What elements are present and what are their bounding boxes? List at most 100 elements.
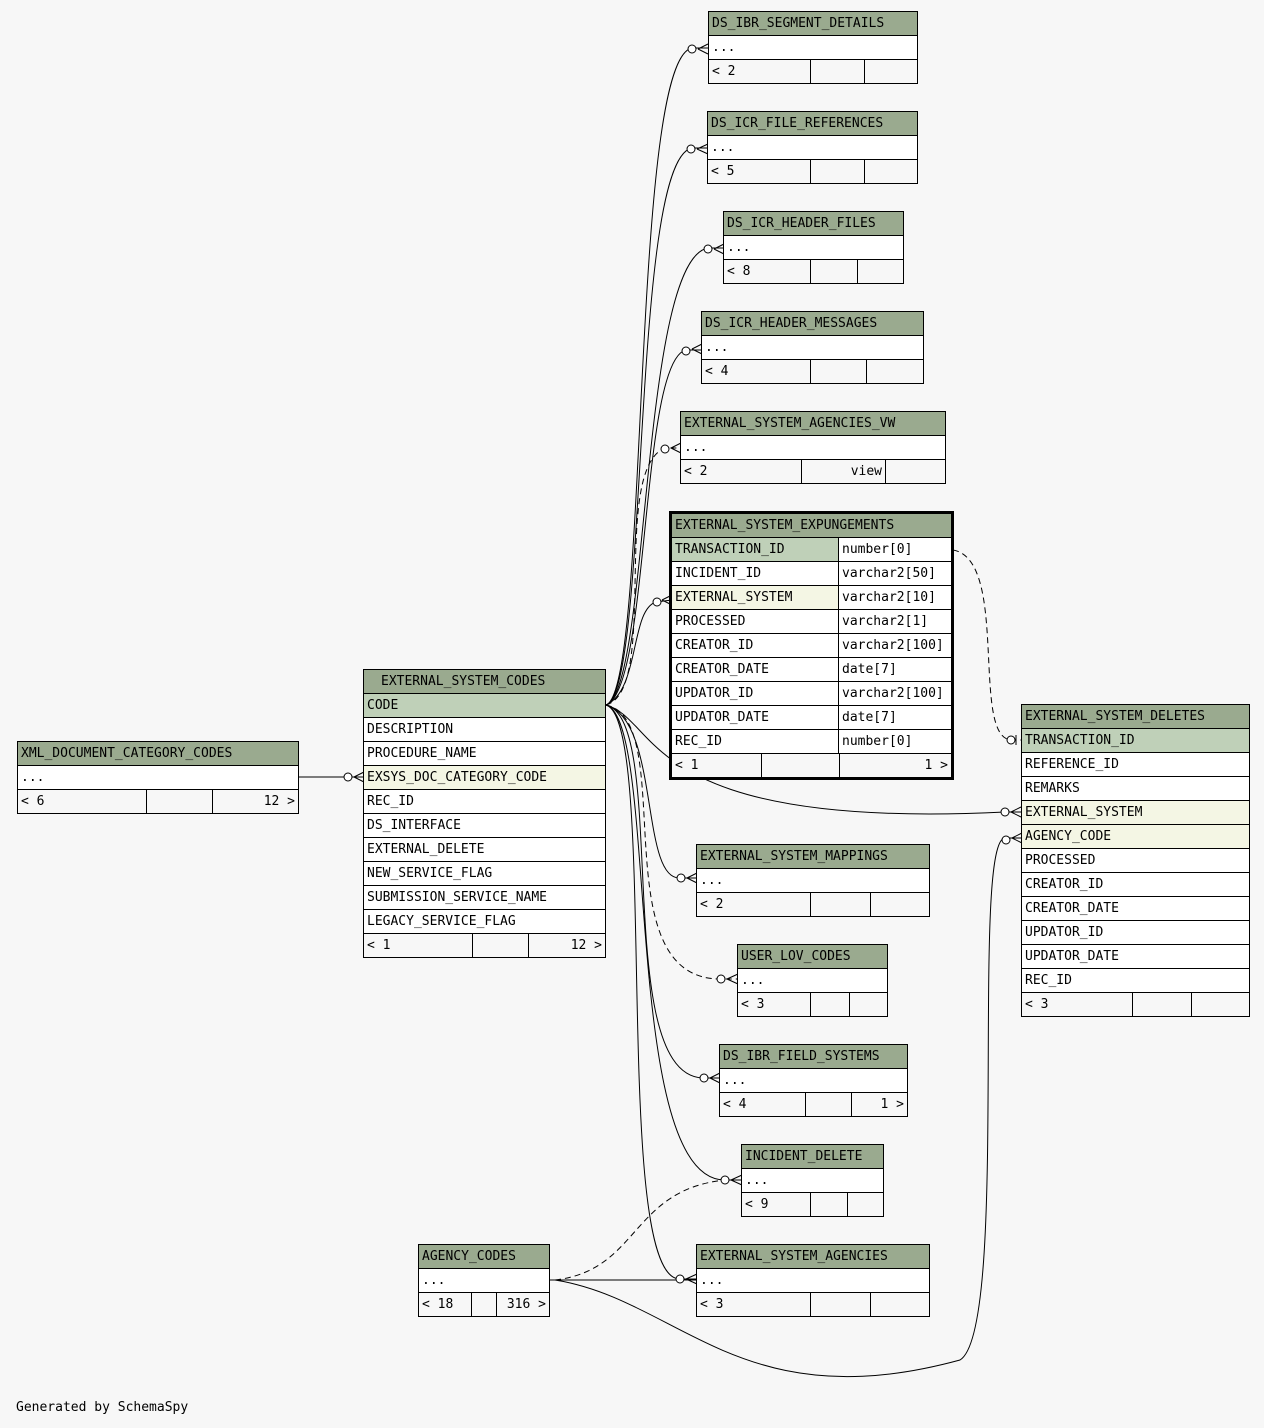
column-type: number[0] <box>838 730 951 753</box>
table-xml-document-category-codes[interactable]: XML_DOCUMENT_CATEGORY_CODES ... < 6 12 > <box>17 741 299 814</box>
column-name: REC_ID <box>1025 973 1072 988</box>
column-name: UPDATOR_ID <box>1025 925 1104 940</box>
columns-collapsed: ... <box>708 136 917 160</box>
parents-count: 316 > <box>496 1293 549 1316</box>
table-footer: < 9 <box>742 1193 883 1216</box>
table-footer: < 3 <box>738 993 887 1016</box>
column-name: PROCEDURE_NAME <box>367 746 477 761</box>
children-count: < 5 <box>711 164 735 179</box>
table-title: DS_IBR_SEGMENT_DETAILS <box>709 12 917 36</box>
children-count: < 4 <box>705 364 729 379</box>
column-row[interactable]: EXTERNAL_DELETE <box>364 838 605 862</box>
table-ds-icr-file-references[interactable]: DS_ICR_FILE_REFERENCES ... < 5 <box>707 111 918 184</box>
columns-collapsed: ... <box>697 869 929 893</box>
column-row[interactable]: PROCESSED <box>1022 849 1249 873</box>
column-row[interactable]: NEW_SERVICE_FLAG <box>364 862 605 886</box>
table-external-system-expungements[interactable]: EXTERNAL_SYSTEM_EXPUNGEMENTS TRANSACTION… <box>669 511 954 780</box>
column-name: PROCESSED <box>1025 853 1096 868</box>
table-external-system-agencies[interactable]: EXTERNAL_SYSTEM_AGENCIES ... < 3 <box>696 1244 930 1317</box>
column-row[interactable]: DS_INTERFACE <box>364 814 605 838</box>
children-count: < 1 <box>367 938 391 953</box>
column-type: varchar2[1] <box>838 610 951 633</box>
column-row[interactable]: UPDATOR_DATE <box>1022 945 1249 969</box>
edge-expungements <box>605 599 673 706</box>
column-type: varchar2[50] <box>838 562 951 585</box>
table-external-system-mappings[interactable]: EXTERNAL_SYSTEM_MAPPINGS ... < 2 <box>696 844 930 917</box>
column-row[interactable]: CREATOR_ID <box>1022 873 1249 897</box>
parents-count: 1 > <box>839 754 951 777</box>
parents-count <box>1191 993 1249 1016</box>
column-row[interactable]: CODE <box>364 694 605 718</box>
table-footer: < 8 <box>724 260 903 283</box>
columns-collapsed: ... <box>681 436 945 460</box>
table-external-system-agencies-vw[interactable]: EXTERNAL_SYSTEM_AGENCIES_VW ... < 2 view <box>680 411 946 484</box>
column-row[interactable]: DESCRIPTION <box>364 718 605 742</box>
edge-ds-ibr-field-systems <box>605 704 720 1079</box>
column-name: REMARKS <box>1025 781 1080 796</box>
table-footer: < 2 view <box>681 460 945 483</box>
column-row[interactable]: SUBMISSION_SERVICE_NAME <box>364 886 605 910</box>
table-title: EXTERNAL_SYSTEM_MAPPINGS <box>697 845 929 869</box>
column-row[interactable]: REC_ID <box>1022 969 1249 993</box>
table-footer: < 1 12 > <box>364 934 605 957</box>
edge-user-lov-codes <box>605 704 738 980</box>
column-name: CREATOR_ID <box>1025 877 1104 892</box>
column-row[interactable]: REFERENCE_ID <box>1022 753 1249 777</box>
column-row[interactable]: REMARKS <box>1022 777 1249 801</box>
parents-count <box>864 60 917 83</box>
edge-agency-codes-incident <box>554 1179 726 1281</box>
table-title: AGENCY_CODES <box>419 1245 549 1269</box>
table-footer: < 18 316 > <box>419 1293 549 1316</box>
column-name: UPDATOR_DATE <box>1025 949 1119 964</box>
table-footer: < 2 <box>709 60 917 83</box>
column-row[interactable]: TRANSACTION_ID <box>1022 729 1249 753</box>
table-ds-ibr-field-systems[interactable]: DS_IBR_FIELD_SYSTEMS ... < 4 1 > <box>719 1044 908 1117</box>
column-row[interactable]: LEGACY_SERVICE_FLAG <box>364 910 605 934</box>
column-row[interactable]: UPDATOR_DATE date[7] <box>672 706 951 730</box>
table-title: EXTERNAL_SYSTEM_AGENCIES <box>697 1245 929 1269</box>
column-name: UPDATOR_DATE <box>675 710 769 725</box>
children-count: < 4 <box>723 1097 747 1112</box>
column-type: varchar2[10] <box>838 586 951 609</box>
children-count: < 6 <box>21 794 45 809</box>
column-name: REC_ID <box>675 734 722 749</box>
column-type: date[7] <box>838 706 951 729</box>
table-user-lov-codes[interactable]: USER_LOV_CODES ... < 3 <box>737 944 888 1017</box>
column-row[interactable]: PROCEDURE_NAME <box>364 742 605 766</box>
table-title: XML_DOCUMENT_CATEGORY_CODES <box>18 742 298 766</box>
table-incident-delete[interactable]: INCIDENT_DELETE ... < 9 <box>741 1144 884 1217</box>
table-ds-ibr-segment-details[interactable]: DS_IBR_SEGMENT_DETAILS ... < 2 <box>708 11 918 84</box>
column-row[interactable]: CREATOR_DATE <box>1022 897 1249 921</box>
table-ds-icr-header-files[interactable]: DS_ICR_HEADER_FILES ... < 8 <box>723 211 904 284</box>
column-name: EXTERNAL_SYSTEM <box>675 590 793 605</box>
children-count: < 2 <box>684 464 708 479</box>
table-footer: < 3 <box>697 1293 929 1316</box>
column-row[interactable]: AGENCY_CODE <box>1022 825 1249 849</box>
edge-external-system-agencies <box>605 704 697 1280</box>
column-row[interactable]: EXTERNAL_SYSTEM varchar2[10] <box>672 586 951 610</box>
column-row[interactable]: REC_ID <box>364 790 605 814</box>
children-count: < 3 <box>741 997 765 1012</box>
table-ds-icr-header-messages[interactable]: DS_ICR_HEADER_MESSAGES ... < 4 <box>701 311 924 384</box>
column-row[interactable]: UPDATOR_ID <box>1022 921 1249 945</box>
table-agency-codes[interactable]: AGENCY_CODES ... < 18 316 > <box>418 1244 550 1317</box>
column-name: DESCRIPTION <box>367 722 454 737</box>
column-row[interactable]: EXSYS_DOC_CATEGORY_CODE <box>364 766 605 790</box>
edge-ds-ibr-segment-details <box>605 47 708 706</box>
columns-collapsed: ... <box>720 1069 907 1093</box>
column-name: CREATOR_DATE <box>1025 901 1119 916</box>
edge-expungements-deletes <box>952 549 1022 741</box>
column-row[interactable]: REC_ID number[0] <box>672 730 951 754</box>
column-row[interactable]: EXTERNAL_SYSTEM <box>1022 801 1249 825</box>
columns-collapsed: ... <box>709 36 917 60</box>
column-type: varchar2[100] <box>838 682 951 705</box>
